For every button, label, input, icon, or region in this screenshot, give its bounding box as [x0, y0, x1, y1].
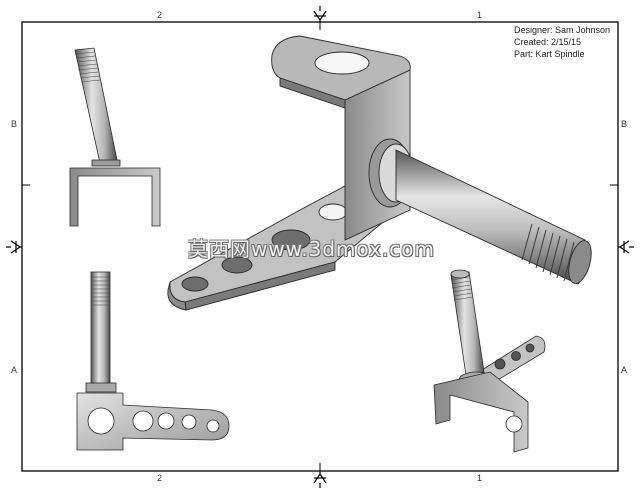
centering-arrow-icon	[6, 240, 22, 254]
zone-label-top-right: 1	[477, 10, 483, 20]
title-block: Designer: Sam Johnson Created: 2/15/15 P…	[514, 24, 610, 60]
part-name-text: Part: Kart Spindle	[514, 49, 585, 59]
small-isometric-view	[433, 269, 546, 453]
zone-label-bottom-right: 1	[477, 473, 483, 483]
zone-label-left-upper: B	[11, 119, 18, 129]
centering-arrow-icon	[313, 471, 327, 488]
zone-label-right-upper: B	[621, 119, 628, 129]
created-date-text: Created: 2/15/15	[514, 37, 582, 47]
side-view	[76, 271, 230, 451]
watermark: 莫西网www.3dmox.com	[188, 237, 436, 261]
isometric-view	[167, 35, 592, 311]
zone-label-right-lower: A	[621, 365, 628, 375]
centering-arrow-icon	[618, 240, 634, 254]
designer-text: Designer: Sam Johnson	[514, 25, 611, 35]
centering-arrow-icon	[313, 6, 327, 22]
zone-label-left-lower: A	[11, 365, 18, 375]
zone-label-top-left: 2	[157, 10, 163, 20]
front-view	[69, 47, 161, 227]
zone-label-bottom-left: 2	[157, 473, 163, 483]
